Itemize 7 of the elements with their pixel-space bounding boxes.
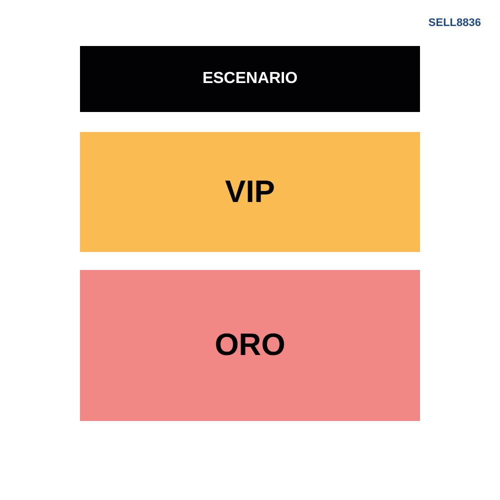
section-label: ESCENARIO [202, 70, 298, 88]
section-label: VIP [225, 174, 275, 210]
section-label: ORO [214, 328, 286, 363]
seating-section [80, 132, 420, 252]
map-code: SELL8836 [428, 17, 481, 30]
stage-area [80, 46, 420, 112]
seating-section [80, 270, 420, 421]
